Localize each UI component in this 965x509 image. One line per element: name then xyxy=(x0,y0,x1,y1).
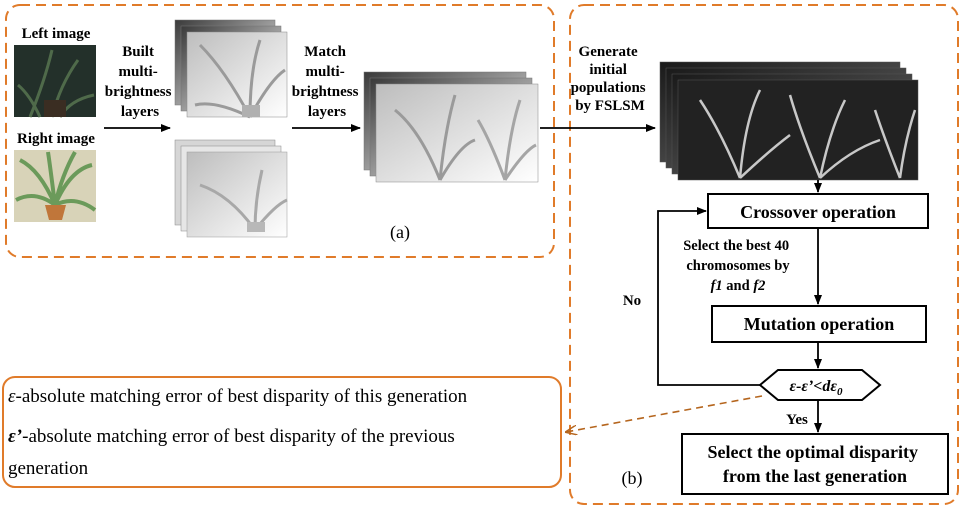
crossover-label: Crossover operation xyxy=(740,202,896,222)
select-best-functions: f1 and f2 xyxy=(711,278,766,294)
left-image xyxy=(14,45,96,118)
decision-condition: ε-ε’<dε0 xyxy=(790,378,843,398)
legend-epsilon-prime-line: ε’-absolute matching error of best dispa… xyxy=(8,426,455,447)
no-label: No xyxy=(623,293,641,309)
mutation-box xyxy=(711,305,927,343)
legend-epsilon-prime-line2: generation xyxy=(8,458,89,479)
panel-a-border xyxy=(5,4,555,258)
decision-diamond xyxy=(758,369,882,401)
legend-epsilon-line: ε-absolute matching error of best dispar… xyxy=(8,386,468,407)
panel-b-border xyxy=(569,4,959,505)
left-image-label: Left image xyxy=(22,26,91,42)
panel-b-caption: (b) xyxy=(622,468,643,489)
generate-label: Generate initial populations by FSLSM xyxy=(571,44,650,114)
final-box xyxy=(681,433,949,495)
panel-a-caption: (a) xyxy=(390,222,410,243)
select-best-label: Select the best 40 chromosomes by xyxy=(683,238,793,274)
yes-label: Yes xyxy=(786,412,808,428)
left-brightness-layers xyxy=(174,19,288,119)
right-brightness-layers xyxy=(174,139,288,238)
right-image-label: Right image xyxy=(17,131,95,147)
no-loop-arrow xyxy=(657,207,760,386)
legend-box xyxy=(2,376,562,488)
mutation-label: Mutation operation xyxy=(744,314,895,334)
right-image xyxy=(14,150,97,222)
step2-label: Match multi- brightness layers xyxy=(292,44,362,120)
matched-brightness-layers xyxy=(363,71,539,183)
initial-population-images xyxy=(659,61,919,181)
legend-link-arrow xyxy=(566,395,763,432)
step1-label: Built multi- brightness layers xyxy=(105,44,175,120)
final-label: Select the optimal disparity from the la… xyxy=(708,442,923,486)
